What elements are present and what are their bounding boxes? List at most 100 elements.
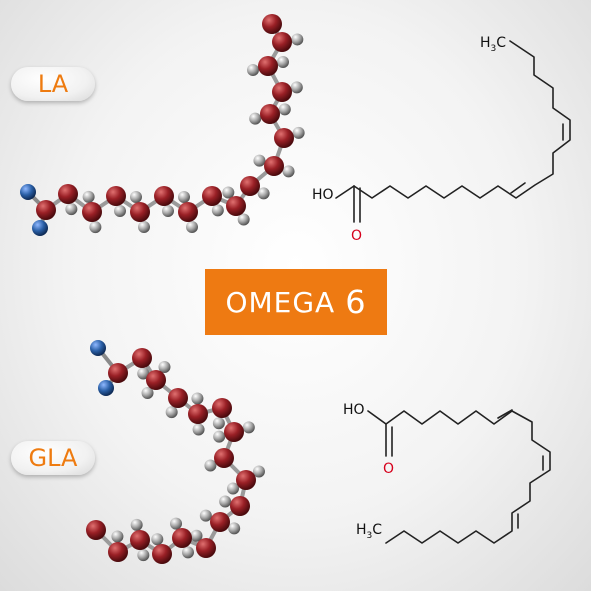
carbon-atom xyxy=(152,544,172,564)
carbon-atom xyxy=(272,32,292,52)
gla-oxygen-label: O xyxy=(383,461,394,477)
hydrogen-atom xyxy=(227,482,240,495)
hydrogen-atom xyxy=(65,203,78,216)
hydrogen-atom xyxy=(211,204,224,217)
hydrogen-atom xyxy=(137,367,150,380)
carbon-atom xyxy=(226,196,246,216)
hydrogen-atom xyxy=(290,81,303,94)
oxygen-atom xyxy=(90,340,106,356)
carbon-atom xyxy=(240,176,260,196)
carbon-atom xyxy=(272,82,292,102)
hydrogen-atom xyxy=(151,533,164,546)
carbon-atom xyxy=(202,186,222,206)
omega-6-banner: OMEGA 6 xyxy=(205,269,387,335)
hydrogen-atom xyxy=(130,191,142,203)
hydrogen-atom xyxy=(228,522,241,535)
carbon-atom xyxy=(178,202,198,222)
hydrogen-atom xyxy=(170,517,183,530)
carbon-atom xyxy=(146,370,166,390)
gla-hydroxyl-label: HO xyxy=(343,402,365,418)
oxygen-atom xyxy=(32,220,48,236)
hydrogen-atom xyxy=(199,509,212,522)
hydrogen-atom xyxy=(111,530,124,543)
carbon-atom xyxy=(210,512,230,532)
hydrogen-atom xyxy=(162,205,174,217)
gla-ball-and-stick-model xyxy=(86,340,265,564)
carbon-atom xyxy=(274,128,294,148)
carbon-atom xyxy=(132,348,152,368)
hydrogen-atom xyxy=(277,56,289,68)
la-hydroxyl-label: HO xyxy=(312,187,334,203)
carbon-atom xyxy=(212,398,232,418)
hydrogen-atom xyxy=(222,186,235,199)
hydrogen-atom xyxy=(190,529,203,542)
hydrogen-atom xyxy=(137,549,150,562)
hydrogen-atom xyxy=(114,205,126,217)
hydrogen-atom xyxy=(191,392,204,405)
carbon-atom xyxy=(196,538,216,558)
carbon-atom xyxy=(108,363,128,383)
oxygen-atom xyxy=(98,380,114,396)
carbon-atom xyxy=(230,496,250,516)
hydrogen-atom xyxy=(82,190,95,203)
hydrogen-atom xyxy=(247,64,259,76)
oxygen-atom xyxy=(20,184,36,200)
hydrogen-atom xyxy=(291,33,304,46)
carbon-atom xyxy=(236,470,256,490)
hydrogen-atom xyxy=(130,518,143,531)
gla-label-pill: GLA xyxy=(11,441,95,475)
carbon-atom xyxy=(264,156,284,176)
carbon-atom xyxy=(168,388,188,408)
hydrogen-atom xyxy=(278,103,291,116)
hydrogen-atom xyxy=(213,430,226,443)
hydrogen-atom xyxy=(219,495,232,508)
carbon-atom xyxy=(36,200,56,220)
banner-text: OMEGA xyxy=(225,285,336,319)
hydrogen-atom xyxy=(192,423,205,436)
hydrogen-atom xyxy=(204,459,217,472)
carbon-atom xyxy=(82,202,102,222)
hydrogen-atom xyxy=(242,421,255,434)
hydrogen-atom xyxy=(138,221,150,233)
hydrogen-atom xyxy=(212,417,225,430)
la-methyl-group: H3C xyxy=(480,35,506,54)
la-ball-and-stick-model xyxy=(20,14,305,236)
hydrogen-atom xyxy=(89,221,102,234)
carbon-atom xyxy=(214,448,234,468)
carbon-atom xyxy=(262,14,282,34)
hydrogen-atom xyxy=(282,165,295,178)
banner-number: 6 xyxy=(345,283,367,321)
hydrogen-atom xyxy=(253,154,266,167)
carbon-atom xyxy=(258,56,278,76)
carbon-atom xyxy=(260,104,280,124)
la-label: LA xyxy=(37,70,69,98)
hydrogen-atom xyxy=(186,221,198,233)
gla-skeletal-formula: HO O H3C xyxy=(343,402,551,544)
hydrogen-atom xyxy=(237,213,250,226)
hydrogen-atom xyxy=(178,191,190,203)
gla-methyl-group: H3C xyxy=(356,522,382,541)
carbon-atom xyxy=(58,184,78,204)
carbon-atom xyxy=(106,186,126,206)
carbon-atom xyxy=(130,202,150,222)
carbon-atom xyxy=(224,422,244,442)
carbon-atom xyxy=(172,528,192,548)
la-skeletal-formula: H3C HO O xyxy=(312,35,571,244)
la-label-pill: LA xyxy=(11,67,95,101)
gla-label: GLA xyxy=(28,444,78,472)
hydrogen-atom xyxy=(252,465,265,478)
hydrogen-atom xyxy=(141,387,154,400)
hydrogen-atom xyxy=(158,360,171,373)
carbon-atom xyxy=(130,530,150,550)
hydrogen-atom xyxy=(181,546,194,559)
carbon-atom xyxy=(86,520,106,540)
hydrogen-atom xyxy=(292,126,305,139)
hydrogen-atom xyxy=(249,112,262,125)
carbon-atom xyxy=(154,186,174,206)
hydrogen-atom xyxy=(257,187,270,200)
carbon-atom xyxy=(108,542,128,562)
hydrogen-atom xyxy=(165,406,178,419)
carbon-atom xyxy=(188,404,208,424)
